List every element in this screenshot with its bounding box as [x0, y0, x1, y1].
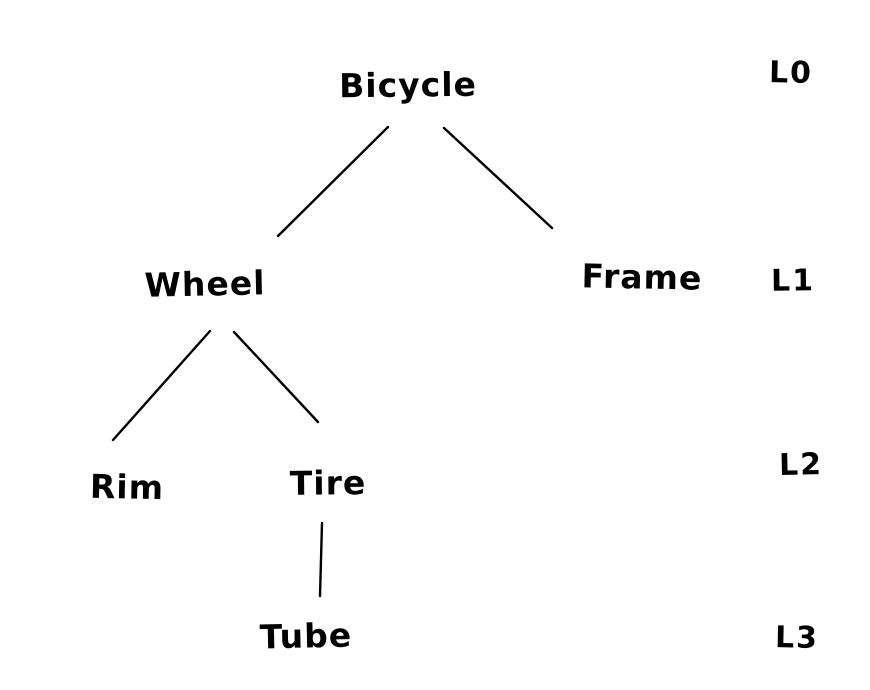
edge-bicycle-frame: [442, 126, 554, 230]
edge-wheel-rim: [111, 329, 212, 442]
node-bicycle: Bicycle: [338, 64, 478, 106]
node-tube: Tube: [259, 615, 353, 657]
edge-wheel-tire: [232, 330, 320, 424]
node-wheel: Wheel: [144, 263, 266, 305]
level-label-l2: L2: [778, 447, 824, 483]
node-frame: Frame: [581, 256, 703, 298]
level-label-l1: L1: [770, 263, 816, 299]
node-tire: Tire: [289, 463, 367, 503]
edge-bicycle-wheel: [276, 125, 390, 238]
level-label-l3: L3: [774, 620, 820, 656]
level-label-l0: L0: [768, 55, 814, 91]
edge-tire-tube: [318, 521, 324, 598]
node-rim: Rim: [89, 466, 165, 508]
